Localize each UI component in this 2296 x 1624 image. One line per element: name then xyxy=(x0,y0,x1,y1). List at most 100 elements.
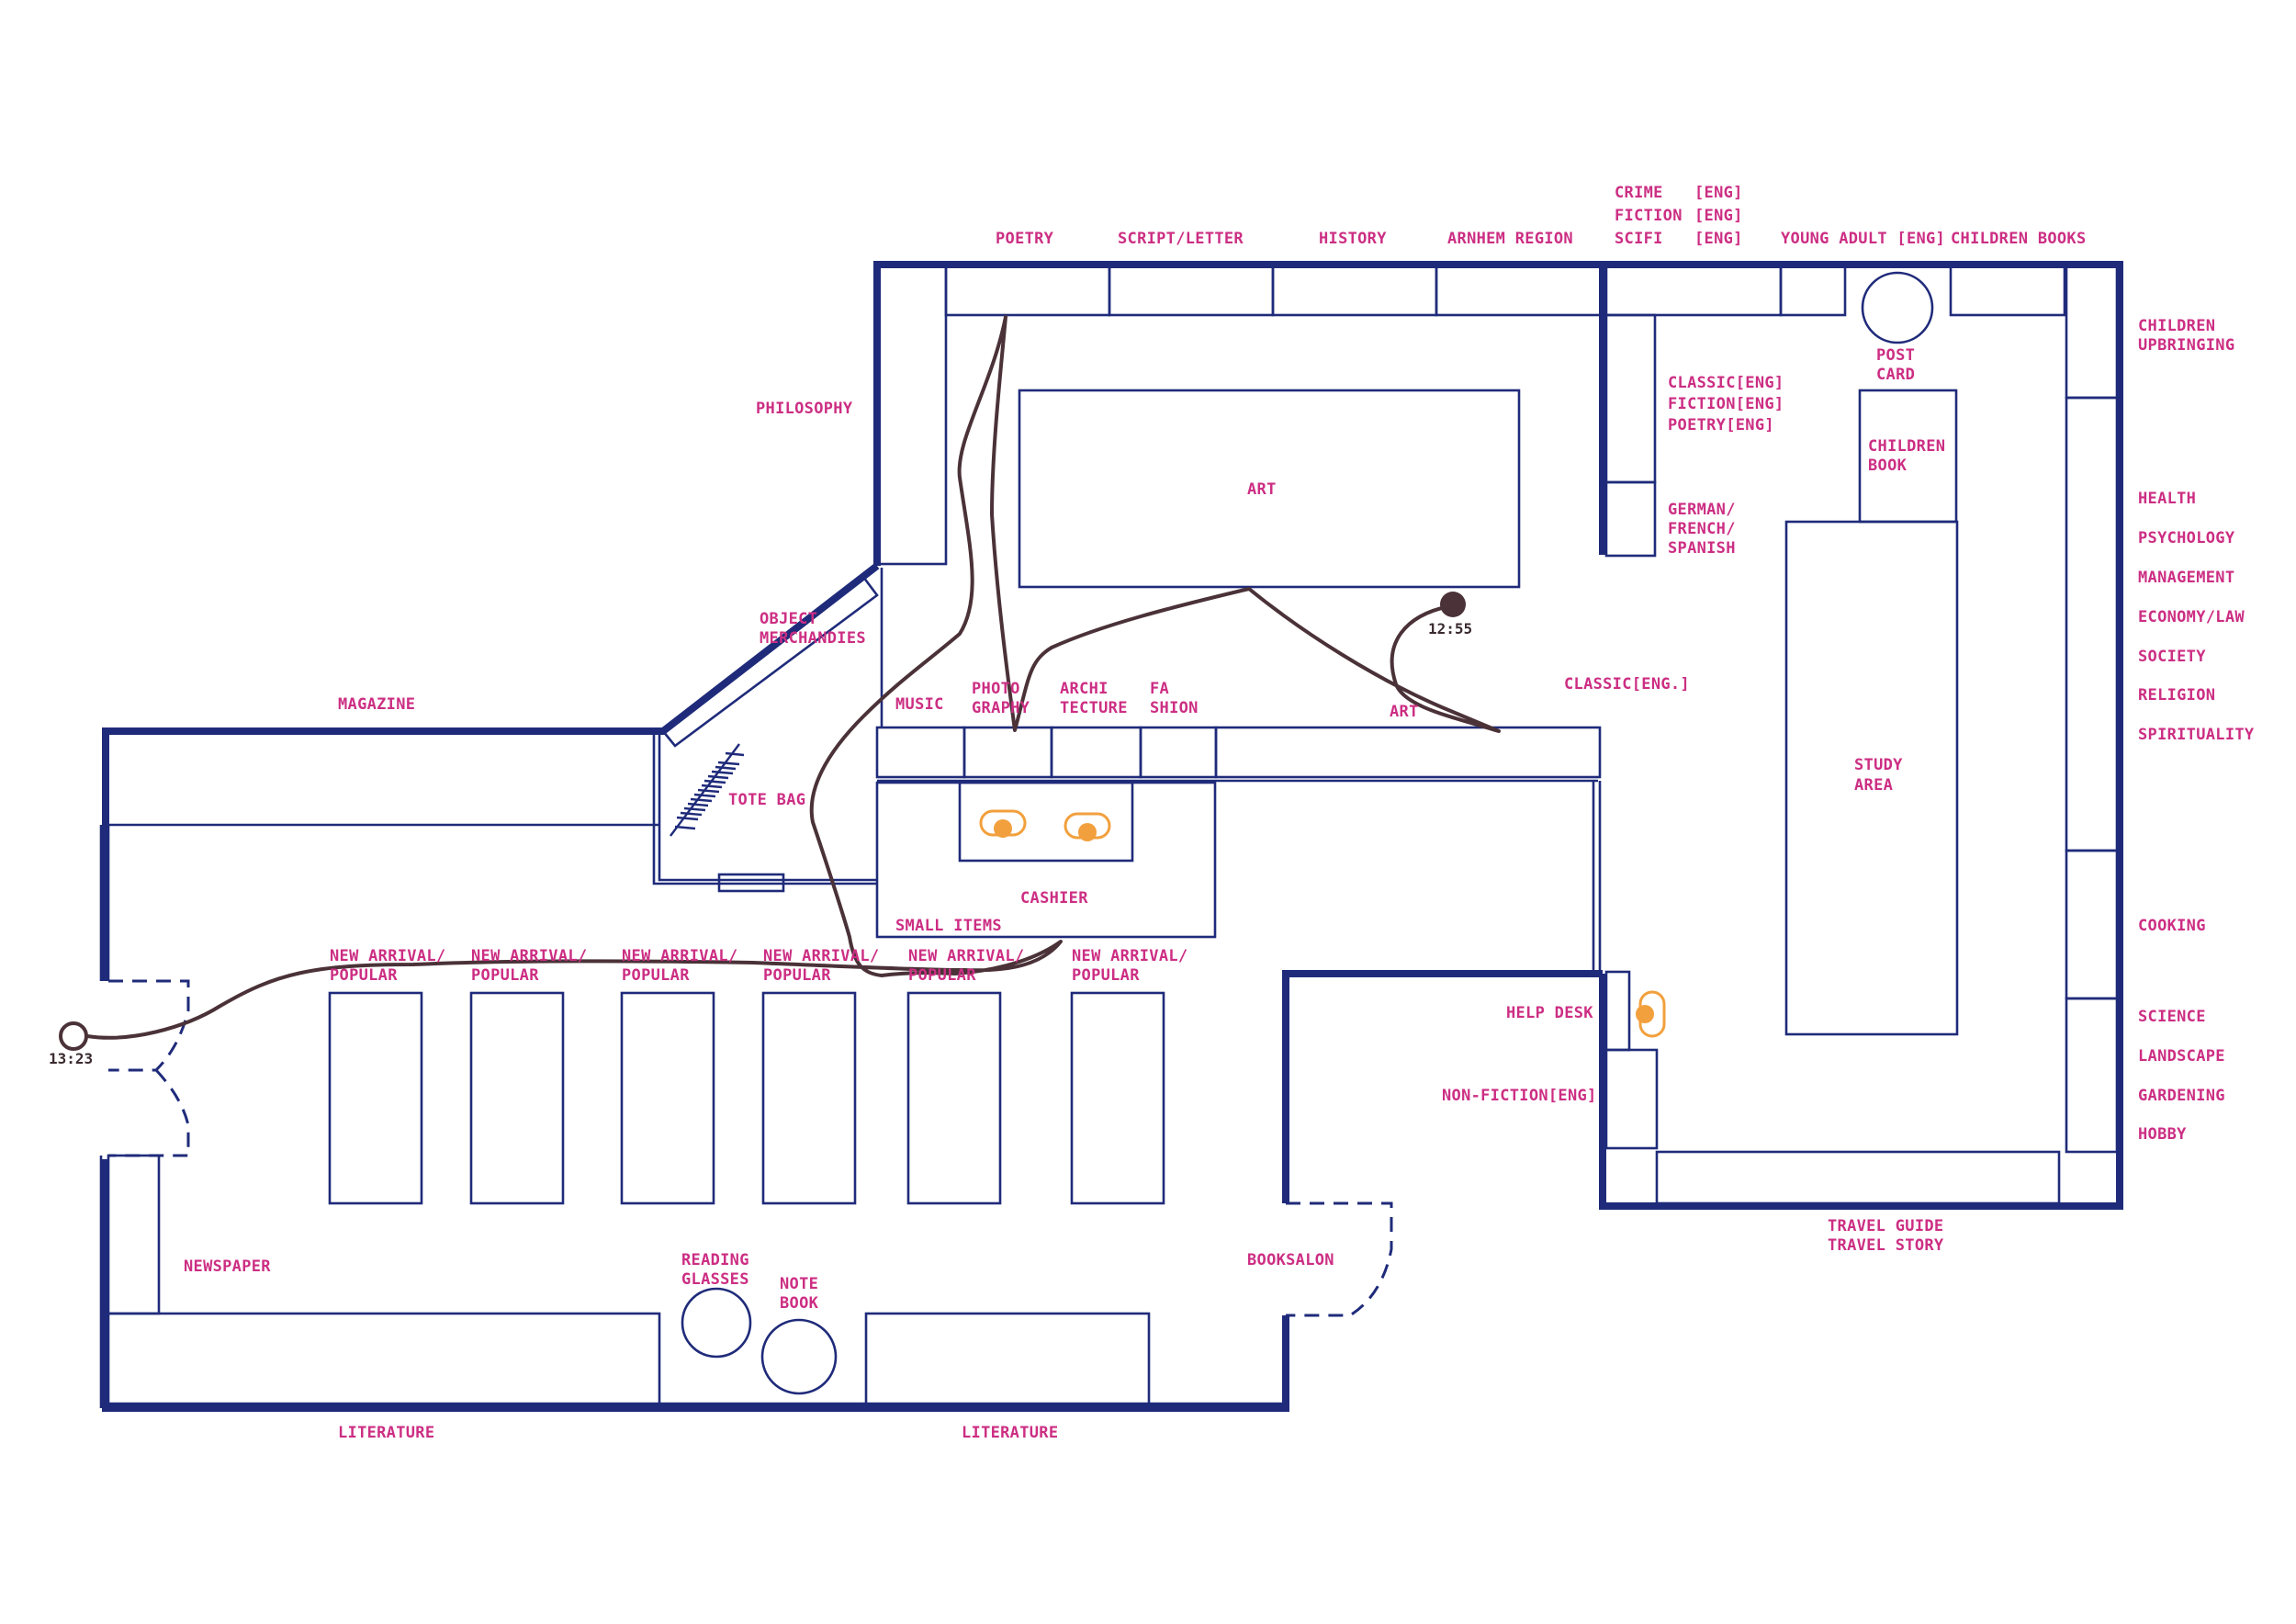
start-timestamp: 13:23 xyxy=(49,1050,93,1067)
entrance-door[interactable] xyxy=(108,979,190,1072)
label-fiction-eng: [ENG] xyxy=(1694,207,1743,225)
label-spirituality: SPIRITUALITY xyxy=(2138,726,2255,744)
shelf-script-letter xyxy=(1108,265,1275,317)
label-study-area-2: AREA xyxy=(1854,776,1893,795)
label-magazine: MAGAZINE xyxy=(338,695,415,714)
label-merchandies: MERCHANDIES xyxy=(760,629,866,648)
label-crime-eng: [ENG] xyxy=(1694,184,1743,202)
label-children-upbringing-2: UPBRINGING xyxy=(2138,336,2234,355)
label-booksalon: BOOKSALON xyxy=(1247,1251,1334,1269)
furniture xyxy=(99,265,2119,1408)
post-card-stand xyxy=(1861,271,1934,344)
art-table xyxy=(1018,389,1521,589)
end-timestamp: 12:55 xyxy=(1428,620,1472,637)
label-object: OBJECT xyxy=(760,610,817,628)
shelf-literature-right xyxy=(864,1312,1151,1407)
label-travel-guide: TRAVEL GUIDE xyxy=(1828,1217,1943,1235)
label-note-book: NOTE xyxy=(780,1275,818,1293)
shelf-poetry xyxy=(944,265,1111,317)
label-psychology: PSYCHOLOGY xyxy=(2138,529,2235,547)
label-reading-glasses: READING xyxy=(681,1251,749,1269)
label-french: FRENCH/ xyxy=(1668,520,1736,538)
label-fashion-2: SHION xyxy=(1150,699,1199,717)
label-society: SOCIETY xyxy=(2138,648,2206,666)
label-architecture-2: TECTURE xyxy=(1060,699,1128,717)
label-economy-law: ECONOMY/LAW xyxy=(2138,608,2245,626)
label-post-card-2: CARD xyxy=(1876,366,1915,384)
label-fiction: FICTION xyxy=(1615,207,1683,225)
cashier-staff-1-dot xyxy=(994,819,1012,838)
label-newspaper: NEWSPAPER xyxy=(184,1257,271,1276)
label-poetry-eng: POETRY[ENG] xyxy=(1668,416,1774,434)
shelf-german-french-spanish xyxy=(1604,480,1657,558)
label-literature-right: LITERATURE xyxy=(962,1424,1058,1442)
shelf-classic-eng xyxy=(1604,313,1657,484)
label-children-book-2: BOOK xyxy=(1868,457,1908,475)
label-music: MUSIC xyxy=(895,695,944,714)
label-hobby: HOBBY xyxy=(2138,1125,2187,1144)
label-new-arrival-5: NEW ARRIVAL/ xyxy=(908,947,1024,965)
label-scifi-eng: [ENG] xyxy=(1694,230,1743,248)
label-religion: RELIGION xyxy=(2138,686,2215,705)
label-popular-3: POPULAR xyxy=(622,966,690,985)
small-shelf xyxy=(717,873,785,893)
shelf-crime-fiction-scifi xyxy=(1604,265,1783,317)
label-art-shelf: ART xyxy=(1390,703,1419,721)
shelf-art xyxy=(1214,726,1602,779)
shelf-fashion xyxy=(1139,726,1218,779)
label-post-card: POST xyxy=(1876,346,1915,365)
section-labels: POETRY SCRIPT/LETTER HISTORY ARNHEM REGI… xyxy=(49,184,2255,1442)
label-scifi: SCIFI xyxy=(1615,230,1663,248)
table-new-arrival-1 xyxy=(328,991,423,1205)
shelf-arnhem-region xyxy=(1435,265,1604,317)
label-popular-2: POPULAR xyxy=(471,966,539,985)
label-help-desk: HELP DESK xyxy=(1506,1004,1593,1022)
table-new-arrival-4 xyxy=(761,991,857,1205)
booksalon-door[interactable] xyxy=(1286,1201,1393,1317)
label-fiction-eng: FICTION[ENG] xyxy=(1668,395,1784,413)
label-study-area: STUDY xyxy=(1854,756,1903,774)
label-new-arrival-2: NEW ARRIVAL/ xyxy=(471,947,587,965)
label-landscape: LANDSCAPE xyxy=(2138,1047,2225,1066)
label-history: HISTORY xyxy=(1319,230,1387,248)
label-children-books: CHILDREN BOOKS xyxy=(1951,230,2087,248)
shelf-children-books xyxy=(1949,265,2066,317)
entrance-door-lower[interactable] xyxy=(108,1068,190,1157)
label-reading-glasses-2: GLASSES xyxy=(681,1270,749,1289)
shelf-history xyxy=(1271,265,1438,317)
table-new-arrival-6 xyxy=(1070,991,1165,1205)
shelf-children-upbringing xyxy=(2065,265,2119,400)
label-photography-2: GRAPHY xyxy=(972,699,1030,717)
doors xyxy=(108,979,1393,1317)
label-small-items: SMALL ITEMS xyxy=(895,917,1002,935)
end-point-icon xyxy=(1440,592,1466,617)
shelf-newspaper xyxy=(107,1154,161,1315)
label-new-arrival-4: NEW ARRIVAL/ xyxy=(763,947,879,965)
visitor-path xyxy=(59,315,1501,1051)
label-art-table: ART xyxy=(1247,480,1277,499)
label-crime: CRIME xyxy=(1615,184,1663,202)
label-script-letter: SCRIPT/LETTER xyxy=(1118,230,1244,248)
label-cooking: COOKING xyxy=(2138,917,2206,935)
shelf-music xyxy=(875,726,966,779)
table-new-arrival-2 xyxy=(469,991,565,1205)
label-tote-bag: TOTE BAG xyxy=(728,791,805,809)
label-popular-4: POPULAR xyxy=(763,966,831,985)
label-classic-eng-dot: CLASSIC[ENG.] xyxy=(1564,675,1690,694)
label-literature-left: LITERATURE xyxy=(338,1424,434,1442)
help-desk xyxy=(1604,970,1631,1052)
reading-glasses-stand xyxy=(681,1287,752,1359)
shelf-architecture xyxy=(1050,726,1142,779)
shelf-travel xyxy=(1655,1150,2061,1205)
staff-markers xyxy=(979,809,1666,1038)
label-children-book: CHILDREN xyxy=(1868,437,1945,456)
shelf-photography xyxy=(962,726,1053,779)
label-philosophy: PHILOSOPHY xyxy=(756,400,853,418)
label-non-fiction: NON-FICTION[ENG] xyxy=(1442,1087,1597,1105)
shelf-science-hobby xyxy=(2065,997,2119,1154)
label-architecture: ARCHI xyxy=(1060,680,1109,698)
table-new-arrival-5 xyxy=(906,991,1002,1205)
label-popular-5: POPULAR xyxy=(908,966,976,985)
shelf-health-spirituality xyxy=(2065,396,2119,852)
outer-walls xyxy=(102,261,2123,1412)
